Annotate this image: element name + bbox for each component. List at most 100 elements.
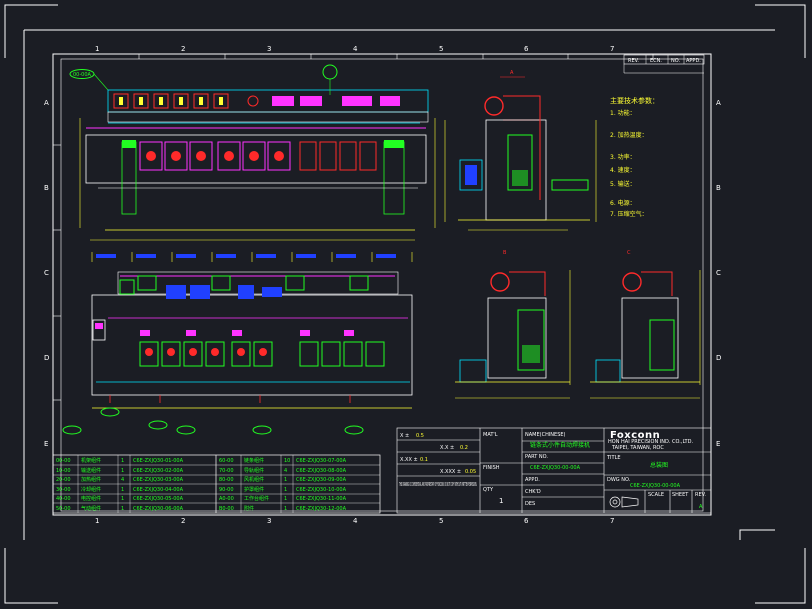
bom-right-3-name: 护罩组件 bbox=[244, 486, 264, 493]
notes-line-6: 6. 电源： bbox=[610, 199, 636, 207]
side-view-b[interactable]: B bbox=[455, 250, 571, 399]
title-value: 总装图 bbox=[650, 461, 668, 469]
zone-col-6: 6 bbox=[524, 45, 529, 53]
technical-notes: 主要技术参数： 1. 功能： 2. 加热温度： 3. 功率： 4. 速度： 5.… bbox=[610, 96, 659, 218]
bom-right-5-qty: 1 bbox=[284, 506, 287, 512]
zone-col-7b: 7 bbox=[610, 517, 614, 525]
bom-right-5-no: B0-00 bbox=[219, 506, 234, 512]
bom-left-5-name: 气动组件 bbox=[81, 505, 101, 512]
zone-col-2b: 2 bbox=[181, 517, 185, 525]
bom-left-rows: 00-00 机架组件 1 C6E-ZXJQ30-01-00A 10-00 输送组… bbox=[56, 457, 184, 512]
zone-row-d: D bbox=[44, 354, 49, 362]
dwg-label: DWG NO. bbox=[607, 477, 631, 483]
notes-line-3: 3. 功率： bbox=[610, 153, 636, 161]
rev-header-ecn: ECN. bbox=[650, 58, 662, 64]
zone-col-5b: 5 bbox=[439, 517, 443, 525]
chain-units-bottom bbox=[139, 341, 385, 367]
qty-label: QTY bbox=[483, 487, 494, 493]
bom-right-5-dwg: C6E-ZXJQ30-12-00A bbox=[296, 506, 347, 512]
bom-right-3-qty: 1 bbox=[284, 487, 287, 493]
side-view-c[interactable]: C bbox=[590, 250, 701, 399]
bom-right-0-qty: 10 bbox=[284, 458, 290, 464]
company-line-2: TAIPEI, TAIWAN, ROC bbox=[611, 445, 664, 451]
notes-line-5: 5. 输送： bbox=[610, 180, 636, 188]
zone-col-3: 3 bbox=[267, 45, 271, 53]
foxconn-logo: Foxconn bbox=[610, 430, 660, 441]
bom-left-4-qty: 1 bbox=[121, 496, 124, 502]
bom-right-0-no: 60-00 bbox=[219, 458, 234, 464]
zone-row-b: B bbox=[44, 184, 49, 192]
bom-left-4-no: 40-00 bbox=[56, 496, 71, 502]
approved-label: APPD. bbox=[525, 477, 540, 483]
tol-3-label: X.XXX ± bbox=[440, 469, 461, 475]
tol-1-label: X.X ± bbox=[440, 445, 454, 451]
zone-col-1b: 1 bbox=[95, 517, 99, 525]
rev-header-appd: APPD. bbox=[686, 58, 701, 64]
rev-value: A bbox=[699, 504, 703, 510]
zone-col-2: 2 bbox=[181, 45, 185, 53]
zone-col-5: 5 bbox=[439, 45, 443, 53]
bom-left-2-name: 加热组件 bbox=[81, 476, 101, 483]
bom-left-1-qty: 1 bbox=[121, 468, 124, 474]
notes-line-7: 7. 压缩空气： bbox=[610, 210, 648, 218]
notes-title: 主要技术参数： bbox=[610, 96, 659, 105]
bom-right-4-dwg: C6E-ZXJQ30-11-00A bbox=[296, 496, 347, 502]
tol-0-value: 0.5 bbox=[416, 433, 424, 439]
drawing-border bbox=[52, 53, 712, 516]
bom-left-1-dwg: C6E-ZXJQ30-02-00A bbox=[133, 468, 184, 474]
bom-right-5-name: 附件 bbox=[244, 505, 254, 512]
qty-value: 1 bbox=[499, 497, 503, 505]
zone-col-7: 7 bbox=[610, 45, 614, 53]
company-line-1: HON HAI PRECISION IND. CO.,LTD. bbox=[608, 439, 693, 445]
bom-left-2-qty: 4 bbox=[121, 477, 124, 483]
bom-left-3-dwg: C6E-ZXJQ30-04-00A bbox=[133, 487, 184, 493]
bom-left-1-no: 10-00 bbox=[56, 468, 71, 474]
notes-line-1: 1. 功能： bbox=[610, 109, 636, 117]
matl-label: MAT'L bbox=[483, 432, 498, 438]
rev-header-rev: REV. bbox=[628, 58, 639, 64]
zone-col-4: 4 bbox=[353, 45, 358, 53]
inner-border bbox=[60, 58, 704, 512]
bom-right-3-no: 90-00 bbox=[219, 487, 234, 493]
bom-left-5-dwg: C6E-ZXJQ30-06-00A bbox=[133, 506, 184, 512]
bom-left-0-name: 机架组件 bbox=[81, 457, 101, 464]
tolerance-rows: X ± 0.5 X.X ± 0.2 X.XX ± 0.1 X.XXX ± 0.0… bbox=[400, 433, 476, 475]
notes-line-2: 2. 加热温度： bbox=[610, 131, 648, 139]
projection-symbol-icon bbox=[609, 496, 639, 508]
zone-row-a: A bbox=[44, 99, 49, 107]
crosshair-marks bbox=[4, 4, 806, 604]
zone-labels: 1 2 3 4 5 6 7 1 2 3 4 5 6 7 A B C D E A … bbox=[44, 45, 721, 525]
bottom-front-view[interactable] bbox=[62, 271, 413, 435]
tol-1-value: 0.2 bbox=[460, 445, 468, 451]
bom-left-0-qty: 1 bbox=[121, 458, 124, 464]
zone-ticks bbox=[53, 54, 654, 401]
top-front-view[interactable]: 00-00A bbox=[69, 64, 436, 262]
tol-3-value: 0.05 bbox=[465, 469, 476, 475]
side-view-a[interactable]: A bbox=[444, 70, 597, 231]
bom-right-2-dwg: C6E-ZXJQ30-09-00A bbox=[296, 477, 347, 483]
zone-row-e: E bbox=[44, 440, 48, 448]
zone-row-d-r: D bbox=[716, 354, 721, 362]
zone-row-b-r: B bbox=[716, 184, 721, 192]
title-label: TITLE bbox=[606, 455, 621, 461]
zone-col-3b: 3 bbox=[267, 517, 271, 525]
tol-0-label: X ± bbox=[400, 433, 409, 439]
bom-right-2-no: 80-00 bbox=[219, 477, 234, 483]
callout-top-front-text: 00-00A bbox=[73, 72, 92, 78]
bom-right-1-dwg: C6E-ZXJQ30-08-00A bbox=[296, 468, 347, 474]
bom-right-3-dwg: C6E-ZXJQ30-10-00A bbox=[296, 487, 347, 493]
revision-block: REV. ECN. NO. APPD. bbox=[623, 54, 705, 74]
bom-left-3-name: 冷却组件 bbox=[81, 486, 101, 493]
finish-label: FINISH bbox=[483, 465, 500, 471]
bom-right-2-name: 风机组件 bbox=[244, 476, 264, 483]
bom-left-1-name: 输送组件 bbox=[81, 467, 101, 474]
name-label: NAME(CHINESE) bbox=[525, 432, 566, 438]
bom-right-2-qty: 1 bbox=[284, 477, 287, 483]
rev-header-no: NO. bbox=[671, 58, 680, 64]
bom-left-2-dwg: C6E-ZXJQ30-03-00A bbox=[133, 477, 184, 483]
confidential-note: THIS DRAWING IS CONFIDENTIAL AND PROPRIE… bbox=[399, 482, 477, 488]
zone-col-1: 1 bbox=[95, 45, 99, 53]
part-value: C6E-ZXJQ30-00-00A bbox=[530, 465, 581, 471]
side-view-c-label: C bbox=[627, 250, 631, 256]
